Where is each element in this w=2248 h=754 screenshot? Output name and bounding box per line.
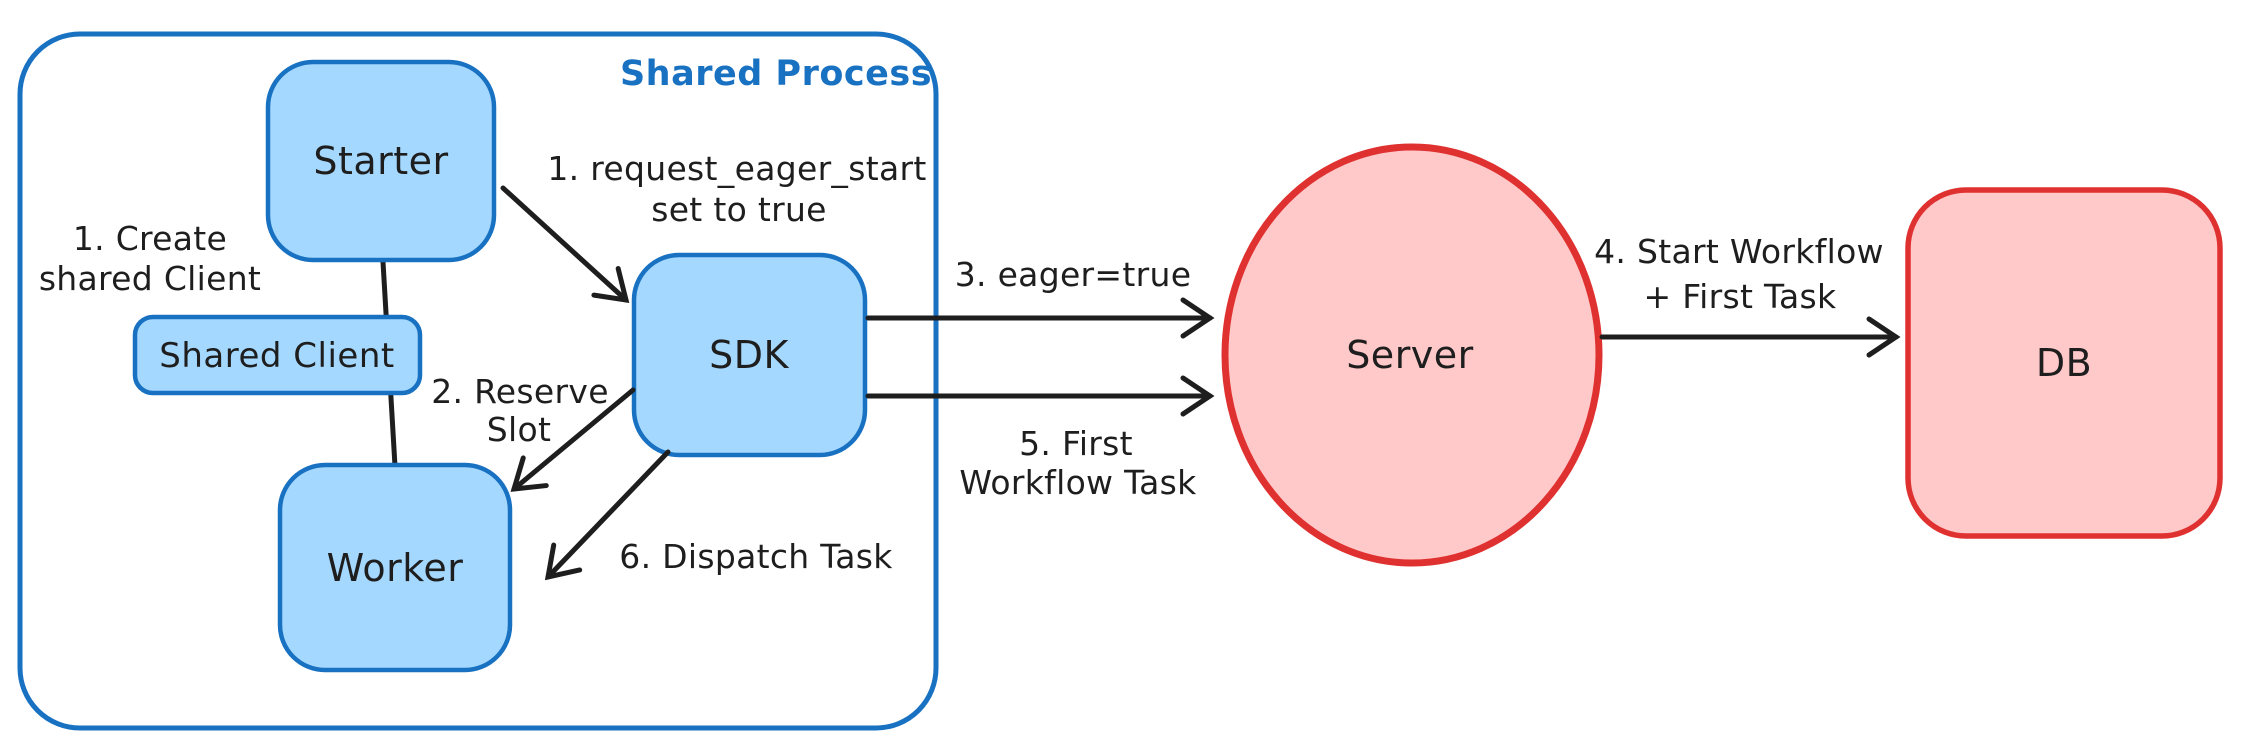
sdk-to-worker-dispatch-arrow	[544, 449, 671, 581]
server-label: Server	[1346, 333, 1474, 377]
annotation-first-workflow-task-line2: Workflow Task	[959, 463, 1197, 502]
annotation-dispatch-task: 6. Dispatch Task	[619, 537, 893, 576]
annotation-reserve-slot-line1: 2. Reserve	[431, 372, 609, 411]
starter-box	[265, 59, 497, 263]
sdk-label: SDK	[709, 333, 789, 377]
shared-process-label: Shared Process	[620, 54, 932, 94]
annotation-start-workflow-line1: 4. Start Workflow	[1594, 232, 1884, 271]
shared-process-container	[17, 31, 939, 731]
db-label: DB	[2036, 341, 2092, 385]
db-box	[1905, 187, 2223, 539]
annotation-create-shared-client-line1: 1. Create	[73, 219, 227, 258]
annotation-reserve-slot-line2: Slot	[487, 410, 551, 449]
shared-client-box	[132, 314, 423, 396]
annotation-request-eager-start-line1: 1. request_eager_start	[547, 149, 926, 188]
worker-box	[277, 462, 513, 673]
annotation-first-workflow-task-line1: 5. First	[1019, 424, 1133, 463]
annotation-start-workflow-line2: + First Task	[1644, 277, 1837, 316]
sdk-to-worker-reserve-arrow	[510, 387, 636, 492]
worker-label: Worker	[327, 546, 464, 590]
annotation-eager-true: 3. eager=true	[955, 255, 1192, 294]
shared-client-label: Shared Client	[159, 336, 394, 376]
starter-to-sdk-arrow	[500, 185, 630, 304]
annotation-request-eager-start-line2: set to true	[651, 190, 827, 229]
starter-label: Starter	[313, 139, 448, 183]
annotation-create-shared-client-line2: shared Client	[39, 259, 261, 298]
sdk-box	[631, 252, 868, 458]
server-ellipse	[1221, 143, 1603, 567]
